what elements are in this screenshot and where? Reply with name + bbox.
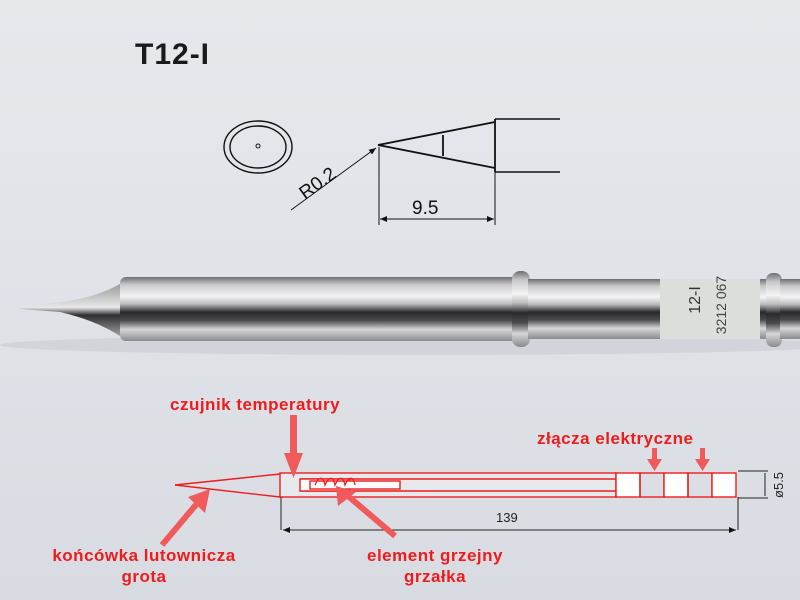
tip-cross-section bbox=[223, 120, 293, 174]
schematic-dimensions bbox=[280, 470, 768, 533]
tip-label-line1: końcówka lutownicza bbox=[52, 546, 236, 565]
tip-arrow-icon bbox=[159, 489, 210, 547]
total-length-label: 139 bbox=[496, 510, 518, 525]
tip-label-line2: grota bbox=[121, 567, 167, 586]
sensor-arrow-icon bbox=[284, 415, 303, 478]
tip-profile-drawing bbox=[290, 118, 560, 225]
sleeve-model-text: 12-I bbox=[687, 286, 704, 314]
heater-label: element grzejny grzałka bbox=[335, 545, 535, 587]
heater-label-line1: element grzejny bbox=[367, 546, 503, 565]
contacts-label: złącza elektryczne bbox=[537, 429, 694, 448]
tip-photo bbox=[0, 271, 800, 355]
tip-label: końcówka lutownicza grota bbox=[8, 545, 280, 587]
heater-arrow-icon bbox=[336, 486, 397, 539]
radius-dimension-label: R0.2 bbox=[296, 163, 341, 204]
contacts-arrow-icon bbox=[647, 448, 710, 471]
tip-length-dimension-label: 9.5 bbox=[412, 198, 438, 219]
sensor-label: czujnik temperatury bbox=[170, 395, 341, 414]
heater-label-line2: grzałka bbox=[403, 567, 467, 586]
annotation-arrows bbox=[284, 415, 710, 478]
tip-schematic bbox=[174, 472, 737, 498]
diameter-label: ø5.5 bbox=[771, 472, 786, 498]
sleeve-serial-text: 3212 067 bbox=[713, 276, 729, 335]
model-title: T12-I bbox=[135, 38, 211, 71]
